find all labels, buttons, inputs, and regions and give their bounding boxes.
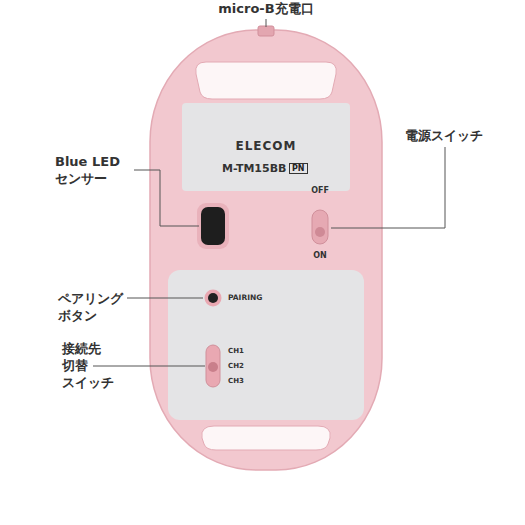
button-marking: PAIRING [228, 293, 262, 303]
top-plate [182, 103, 350, 191]
switch-marking: ON [313, 251, 327, 261]
power-switch [312, 210, 328, 244]
model-suffix: PN [292, 164, 305, 173]
channel-marking: CH2 [228, 362, 244, 371]
leader-line [331, 147, 445, 228]
leader-line [93, 366, 205, 367]
model-suffix-box: PN [289, 163, 308, 174]
top-cutout [196, 62, 337, 99]
channel-switch-knob [208, 362, 218, 372]
usb-port [258, 26, 274, 36]
model-number: M-TM15BB [222, 162, 286, 175]
mouse-body [150, 30, 382, 470]
leader-line [127, 298, 203, 299]
part-label: 接続先 切替 スイッチ [62, 340, 118, 391]
sensor-rim [197, 203, 229, 249]
part-label: 電源スイッチ [405, 127, 483, 144]
bottom-plate [168, 270, 364, 420]
switch-marking: OFF [311, 186, 329, 196]
power-switch-knob [315, 227, 325, 237]
channel-marking: CH3 [228, 377, 244, 386]
part-label: Blue LED センサー [55, 153, 130, 187]
pairing-button [208, 293, 218, 303]
port-label: micro-B充電口 [218, 1, 313, 17]
sensor [201, 207, 225, 245]
bottom-cutout [202, 426, 331, 450]
channel-marking: CH1 [228, 347, 244, 356]
brand-mark: ELECOM [236, 139, 297, 153]
part-label: ペアリング ボタン [58, 290, 130, 324]
channel-switch [206, 345, 220, 387]
leader-line [266, 19, 267, 27]
leader-line [134, 170, 199, 226]
pairing-rim [205, 290, 222, 307]
